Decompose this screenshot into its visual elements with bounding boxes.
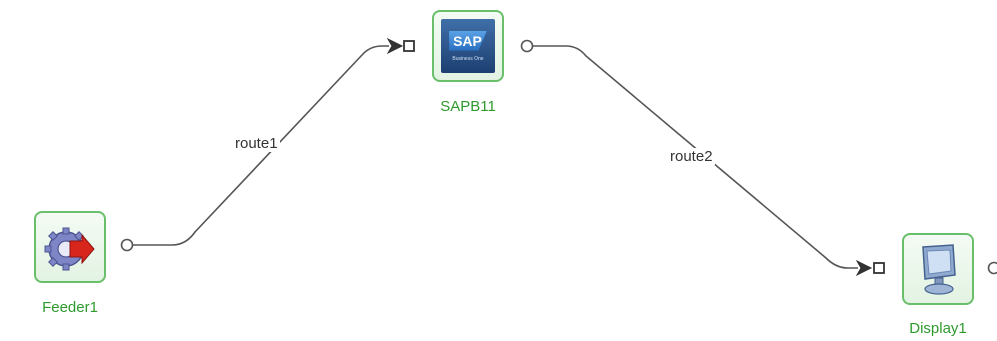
sapb11-input-port[interactable]	[403, 40, 415, 52]
display1-label: Display1	[909, 320, 967, 337]
route1-label: route1	[233, 135, 280, 152]
sapb11-label: SAPB11	[440, 98, 496, 115]
feeder1-label: Feeder1	[42, 299, 98, 316]
gear-arrow-icon	[44, 227, 95, 271]
display1-output-port[interactable]	[987, 261, 997, 275]
monitor-icon	[922, 244, 956, 295]
sap-logo-subtext: Business One	[452, 55, 484, 62]
sap-logo-icon: SAP Business One	[441, 19, 495, 73]
feeder1-node[interactable]	[34, 211, 106, 283]
display1-node[interactable]	[902, 233, 974, 305]
feeder1-output-port[interactable]	[120, 238, 134, 252]
sapb11-node[interactable]: SAP Business One	[432, 10, 504, 82]
sapb11-output-port[interactable]	[520, 39, 534, 53]
route2-label: route2	[668, 148, 715, 165]
sap-logo-text: SAP	[449, 30, 487, 51]
route2-arrow-head	[855, 259, 873, 277]
route1-arrow-head	[386, 37, 404, 55]
display1-input-port[interactable]	[873, 262, 885, 274]
